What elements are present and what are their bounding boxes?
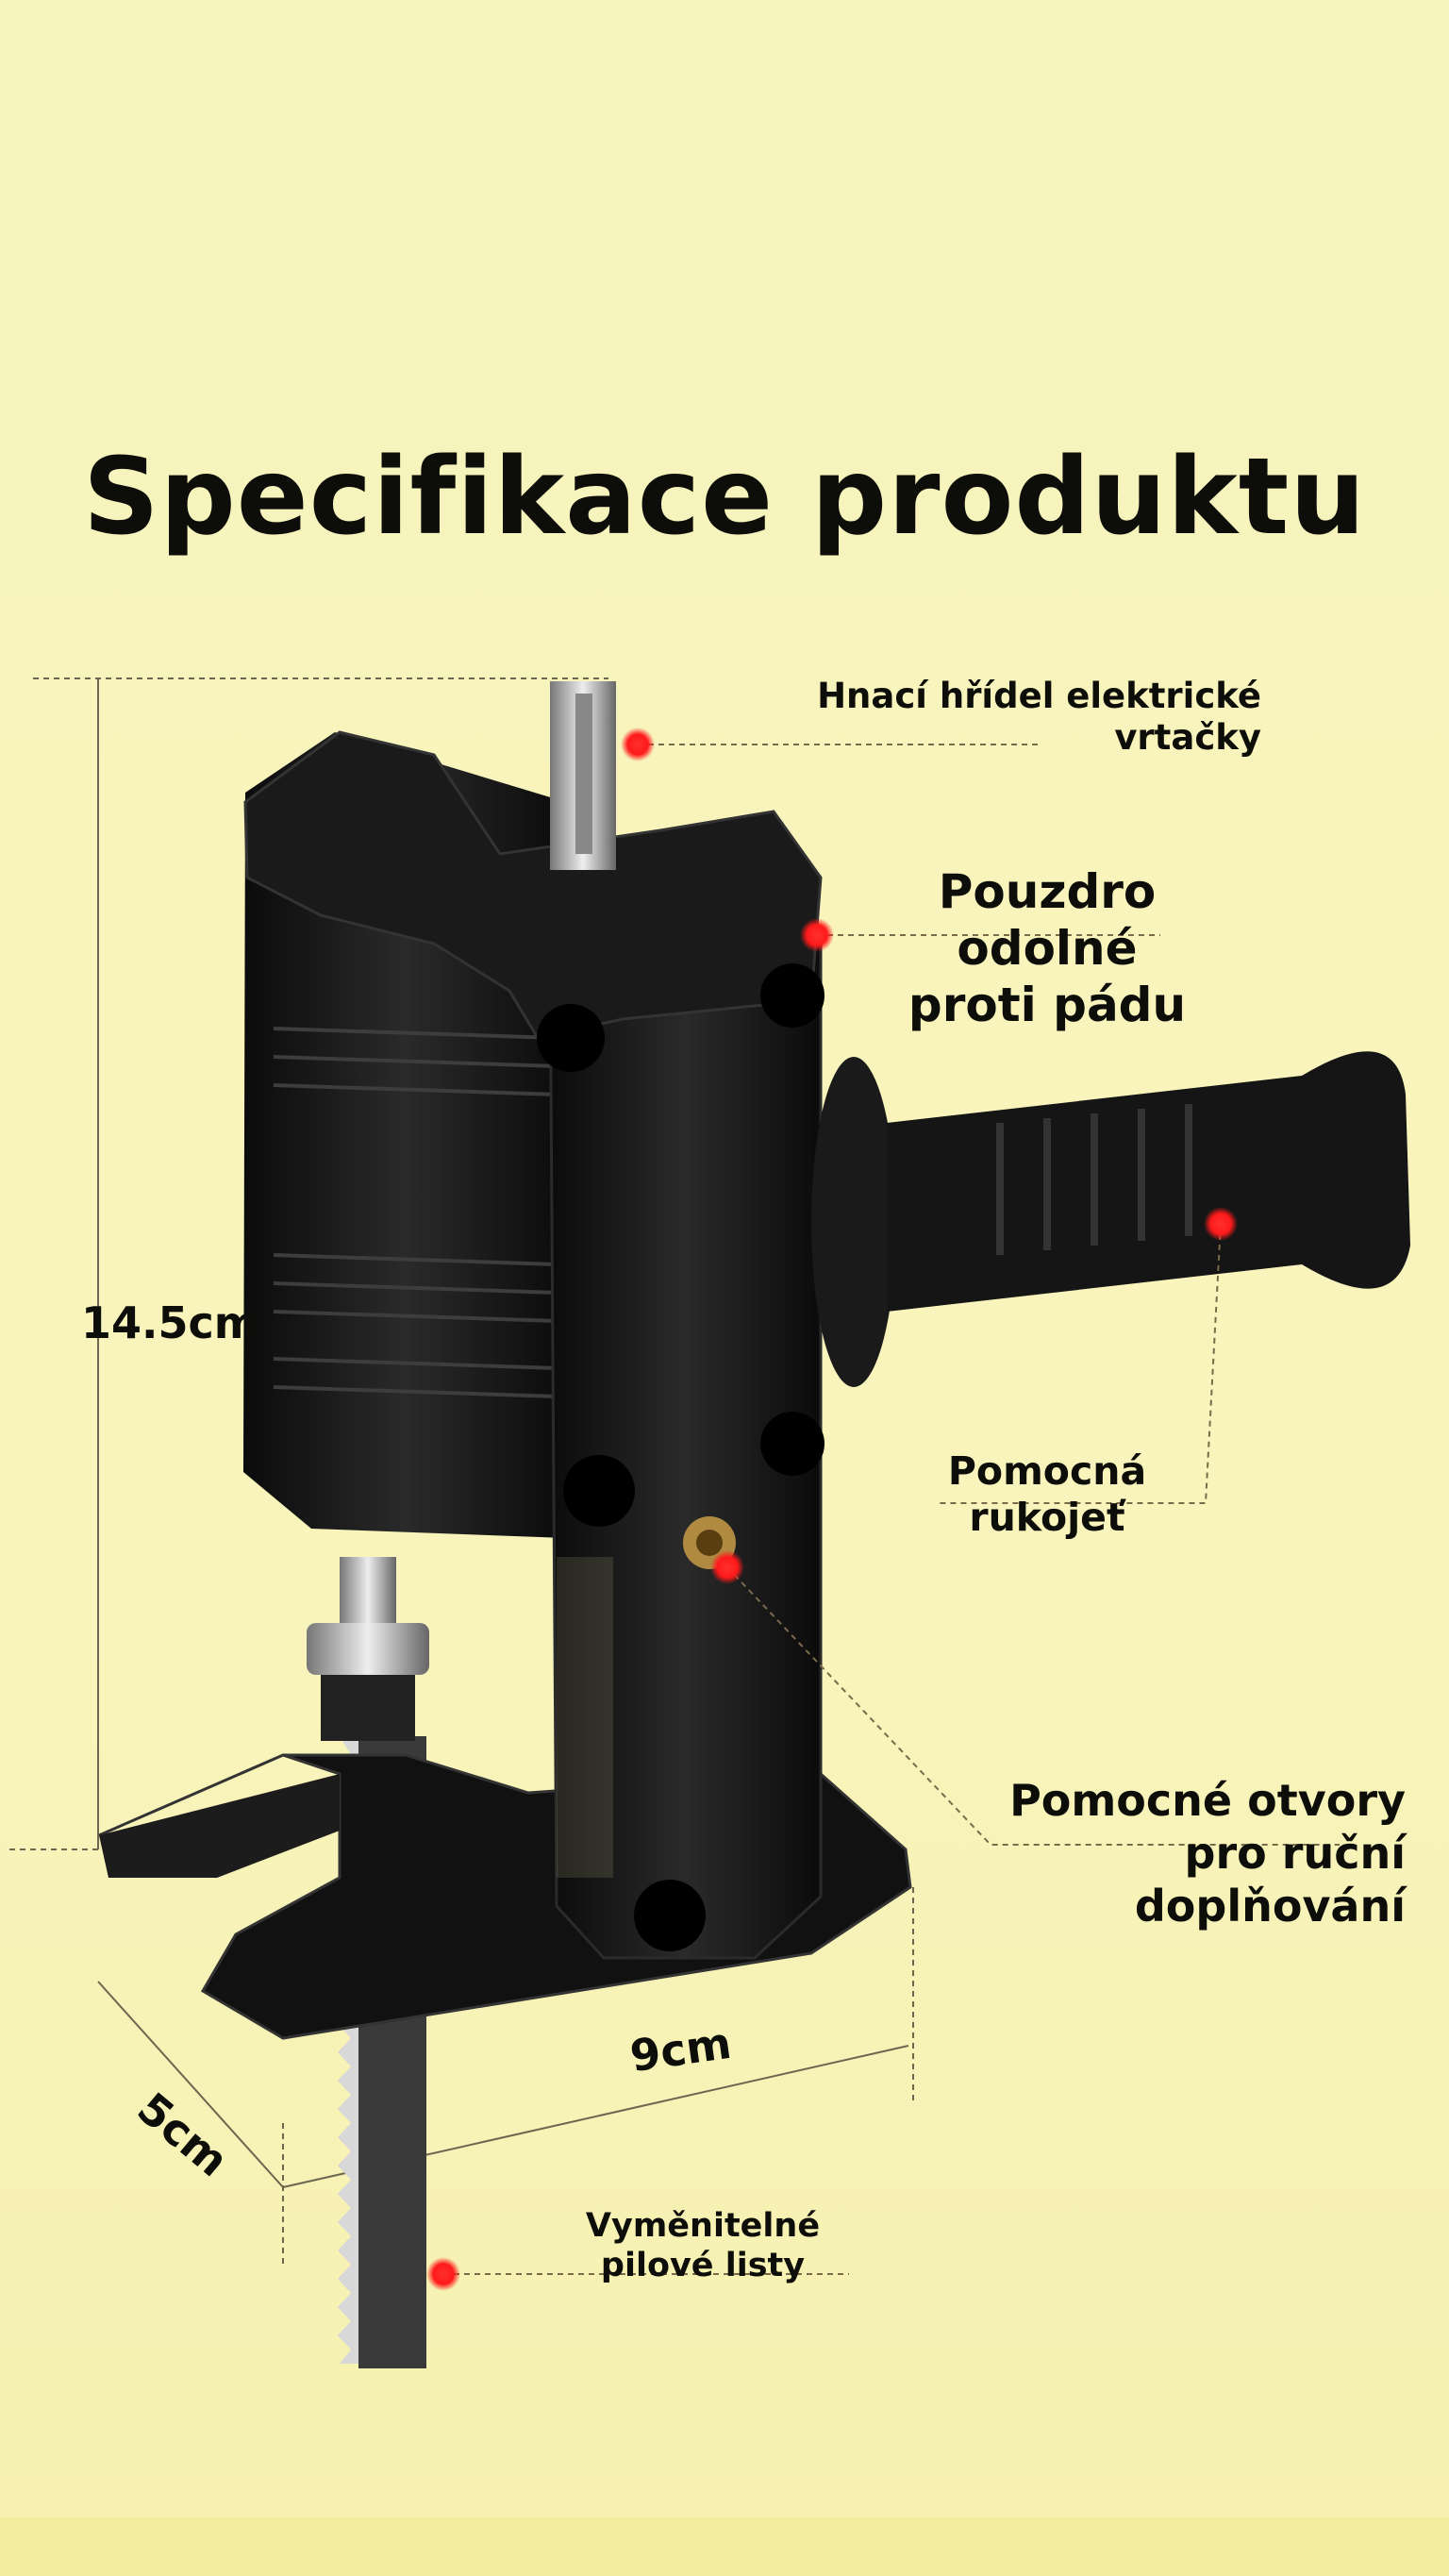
label-line: Pomocná bbox=[947, 1448, 1147, 1494]
drive-shaft bbox=[550, 681, 616, 870]
label-housing: Pouzdro odolné proti pádu bbox=[849, 863, 1245, 1033]
leader-lines bbox=[443, 744, 1340, 2275]
label-line: Pouzdro odolné bbox=[938, 864, 1157, 976]
label-line: proti pádu bbox=[908, 978, 1187, 1032]
dimension-height: 14.5cm bbox=[81, 1297, 259, 1348]
bottom-strip bbox=[0, 2517, 1449, 2576]
label-line: Vyměnitelné bbox=[585, 2207, 821, 2245]
label-line: rukojeť bbox=[969, 1495, 1125, 1541]
mount-holes bbox=[537, 963, 824, 1951]
auxiliary-handle bbox=[811, 1051, 1410, 1387]
label-line: Pomocné otvory bbox=[1009, 1775, 1406, 1826]
label-line: doplňování bbox=[1134, 1881, 1406, 1932]
page-title: Specifikace produktu bbox=[82, 436, 1367, 559]
label-line: vrtačky bbox=[1114, 717, 1261, 759]
label-drive-shaft: Hnací hřídel elektrické vrtačky bbox=[817, 676, 1261, 760]
marker-dots bbox=[426, 728, 1238, 2291]
label-handle: Pomocná rukojeť bbox=[906, 1448, 1189, 1541]
label-holes: Pomocné otvory pro ruční doplňování bbox=[1009, 1774, 1406, 1932]
label-blades: Vyměnitelné pilové listy bbox=[514, 2206, 891, 2285]
label-line: pilové listy bbox=[600, 2247, 806, 2284]
label-line: pro ruční bbox=[1184, 1828, 1406, 1880]
label-line: Hnací hřídel elektrické bbox=[817, 676, 1261, 716]
